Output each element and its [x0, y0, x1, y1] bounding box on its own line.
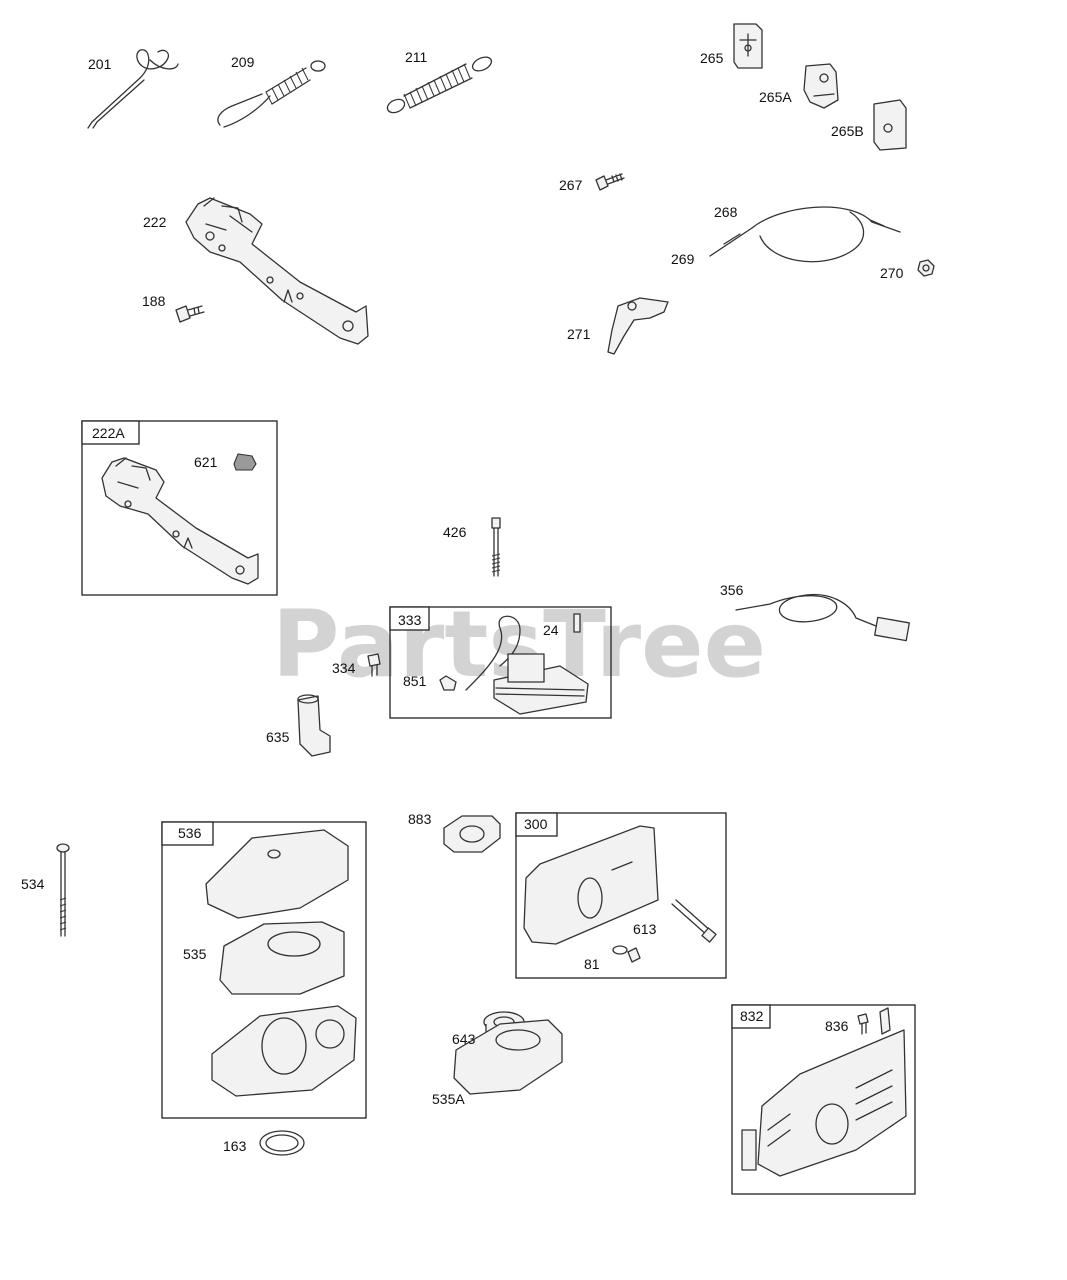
callout-265b: 265B [831, 123, 864, 139]
part-265a-bracket [803, 63, 839, 109]
callout-535a: 535A [432, 1091, 465, 1107]
callout-269: 269 [671, 251, 695, 267]
callout-268: 268 [714, 204, 738, 220]
part-635-elbow [297, 694, 331, 757]
part-271-lever [607, 297, 669, 355]
callout-265: 265 [700, 50, 724, 66]
part-81-nut [612, 945, 641, 963]
callout-334: 334 [332, 660, 356, 676]
part-426-bolt [491, 517, 501, 577]
part-851-terminal [439, 675, 457, 691]
part-209-spring [217, 60, 326, 128]
part-333-ignition-module [465, 615, 589, 715]
callout-851: 851 [403, 673, 427, 689]
part-222-control-bracket [185, 197, 369, 345]
part-883-gasket [443, 815, 501, 853]
group-box-333 [389, 606, 612, 719]
part-163-gasket [259, 1130, 305, 1156]
callout-836: 836 [825, 1018, 849, 1034]
callout-535: 535 [183, 946, 207, 962]
part-613-bolt [671, 899, 717, 943]
callout-271: 271 [567, 326, 591, 342]
callout-24: 24 [543, 622, 559, 638]
part-334-screw [367, 653, 381, 677]
part-300-muffler [523, 825, 659, 945]
callout-222: 222 [143, 214, 167, 230]
callout-333: 333 [398, 612, 422, 628]
part-211-spring [386, 56, 493, 114]
part-836-screw [857, 1013, 869, 1035]
callout-267: 267 [559, 177, 583, 193]
part-265b-bracket [873, 99, 907, 151]
callout-883: 883 [408, 811, 432, 827]
part-201-spring-clip [87, 49, 179, 129]
callout-426: 426 [443, 524, 467, 540]
group-box-536 [161, 821, 367, 1119]
callout-613: 613 [633, 921, 657, 937]
callout-621: 621 [194, 454, 218, 470]
callout-536: 536 [178, 825, 202, 841]
part-832-muffler-guard [741, 1007, 907, 1177]
part-536-air-cleaner-cover [205, 829, 349, 919]
callout-201: 201 [88, 56, 112, 72]
part-267-screw [595, 173, 625, 191]
part-24-pin [573, 613, 581, 633]
callout-labels: 201 209 211 265 265A 265B 267 268 269 27… [21, 49, 904, 1154]
part-188-screw [175, 305, 205, 323]
callout-188: 188 [142, 293, 166, 309]
group-box-300 [515, 812, 727, 979]
part-268-cable [709, 206, 901, 263]
group-box-832 [731, 1004, 916, 1195]
callout-222a: 222A [92, 425, 125, 441]
callout-209: 209 [231, 54, 255, 70]
callout-270: 270 [880, 265, 904, 281]
callout-211: 211 [405, 49, 428, 65]
group-box-222a [81, 420, 278, 596]
part-621-clip [233, 453, 257, 471]
callout-300: 300 [524, 816, 548, 832]
callout-534: 534 [21, 876, 45, 892]
part-536-air-cleaner-base [211, 1005, 357, 1097]
callout-81: 81 [584, 956, 600, 972]
callout-635: 635 [266, 729, 290, 745]
part-535a-precleaner [453, 1019, 563, 1095]
part-270-nut [917, 259, 935, 277]
callout-643: 643 [452, 1031, 476, 1047]
part-534-screw [56, 843, 70, 937]
part-222a-control-bracket [101, 457, 259, 585]
callout-832: 832 [740, 1008, 764, 1024]
part-356-wire [735, 594, 910, 642]
part-265-bracket [733, 23, 763, 69]
part-535-foam-filter [219, 921, 345, 995]
callout-356: 356 [720, 582, 744, 598]
callout-265a: 265A [759, 89, 792, 105]
callout-163: 163 [223, 1138, 247, 1154]
